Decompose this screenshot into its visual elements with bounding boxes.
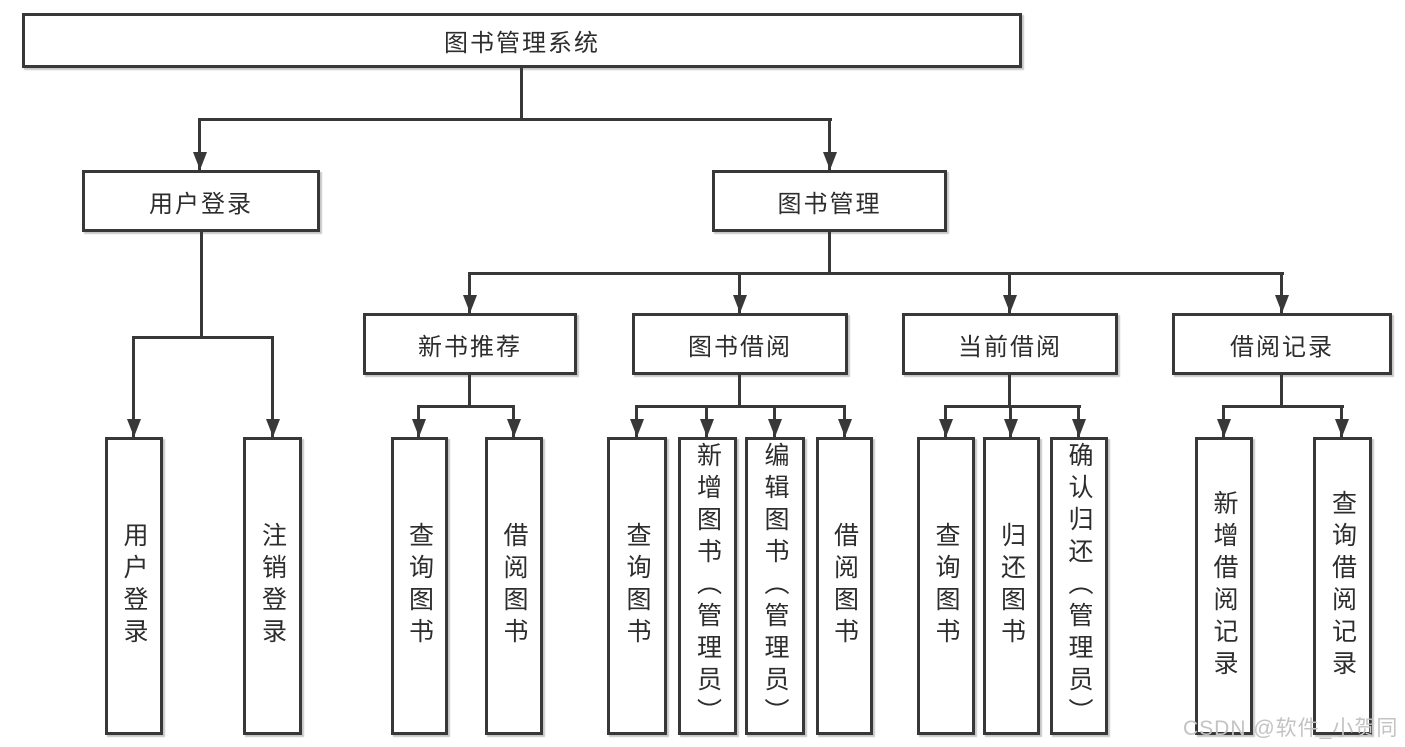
leaf-query-books-borrowing-label: 查询图书: [623, 522, 651, 650]
leaf-query-books-current: 查询图书: [917, 437, 975, 735]
connector-line: [417, 405, 515, 408]
connector-arrow: [699, 405, 714, 437]
node-root: 图书管理系统: [22, 13, 1022, 68]
connector-arrow: [192, 118, 207, 170]
connector-line: [133, 336, 274, 339]
node-book-borrowing-label: 图书借阅: [688, 333, 792, 361]
leaf-query-books-newrec-label: 查询图书: [405, 522, 434, 650]
connector-line: [738, 375, 741, 405]
node-book-management: 图书管理: [712, 170, 947, 232]
connector-arrow: [837, 405, 852, 437]
leaf-logout-label: 注销登录: [258, 522, 287, 650]
leaf-user-login-label: 用户登录: [120, 522, 148, 650]
node-user-login: 用户登录: [82, 170, 320, 232]
connector-arrow: [938, 405, 953, 437]
connector-line: [468, 375, 471, 405]
leaf-borrow-books-borrowing: 借阅图书: [816, 437, 873, 735]
connector-arrow: [1274, 272, 1289, 313]
connector-arrow: [767, 405, 782, 437]
connector-arrow: [822, 118, 837, 170]
connector-arrow: [462, 272, 477, 313]
connector-arrow: [265, 336, 280, 437]
connector-line: [1280, 375, 1283, 405]
node-book-borrowing: 图书借阅: [632, 313, 848, 375]
leaf-query-books-current-label: 查询图书: [932, 522, 960, 650]
connector-line: [1008, 375, 1011, 405]
connector-line: [200, 232, 203, 336]
leaf-borrow-books-newrec: 借阅图书: [485, 437, 543, 735]
leaf-return-books-label: 归还图书: [997, 522, 1026, 650]
connector-arrow: [1071, 405, 1086, 437]
leaf-edit-books-admin: 编辑图书（管理员）: [745, 437, 805, 735]
leaf-confirm-return-admin-label: 确认归还（管理员）: [1065, 442, 1093, 730]
leaf-borrow-books-borrowing-label: 借阅图书: [830, 522, 859, 650]
leaf-confirm-return-admin: 确认归还（管理员）: [1050, 437, 1108, 735]
node-user-login-label: 用户登录: [149, 190, 253, 218]
connector-arrow: [629, 405, 644, 437]
connector-arrow: [1216, 405, 1231, 437]
connector-line: [944, 405, 1081, 408]
node-borrowing-records: 借阅记录: [1172, 313, 1392, 375]
connector-arrow: [506, 405, 521, 437]
connector-arrow: [1334, 405, 1349, 437]
leaf-add-borrow-record-label: 新增借阅记录: [1210, 490, 1238, 682]
connector-arrow: [126, 336, 141, 437]
csdn-watermark: CSDN @软件_小贺同学: [1183, 717, 1399, 740]
connector-arrow: [1002, 272, 1017, 313]
leaf-add-books-admin-label: 新增图书（管理员）: [693, 442, 722, 730]
connector-line: [198, 118, 832, 121]
node-root-label: 图书管理系统: [444, 30, 600, 57]
connector-line: [828, 232, 831, 272]
leaf-return-books: 归还图书: [983, 437, 1040, 735]
node-new-book-recommend: 新书推荐: [363, 313, 577, 375]
connector-arrow: [1003, 405, 1018, 437]
connector-line: [1222, 405, 1344, 408]
node-borrowing-records-label: 借阅记录: [1230, 333, 1334, 361]
leaf-edit-books-admin-label: 编辑图书（管理员）: [761, 442, 789, 730]
connector-arrow: [732, 272, 747, 313]
leaf-logout: 注销登录: [243, 437, 302, 735]
leaf-add-borrow-record: 新增借阅记录: [1195, 437, 1253, 735]
leaf-query-books-newrec: 查询图书: [391, 437, 448, 735]
leaf-query-borrow-record: 查询借阅记录: [1313, 437, 1372, 735]
connector-arrow: [411, 405, 426, 437]
node-new-book-recommend-label: 新书推荐: [418, 333, 522, 361]
leaf-user-login: 用户登录: [105, 437, 163, 735]
node-book-management-label: 图书管理: [777, 190, 882, 218]
leaf-query-books-borrowing: 查询图书: [607, 437, 667, 735]
leaf-add-books-admin: 新增图书（管理员）: [678, 437, 737, 735]
leaf-borrow-books-newrec-label: 借阅图书: [500, 522, 528, 650]
connector-line: [468, 272, 1284, 275]
leaf-query-borrow-record-label: 查询借阅记录: [1328, 490, 1357, 682]
connector-line: [635, 405, 846, 408]
node-current-borrowing: 当前借阅: [902, 313, 1118, 375]
connector-line: [520, 68, 523, 118]
node-current-borrowing-label: 当前借阅: [958, 333, 1062, 361]
